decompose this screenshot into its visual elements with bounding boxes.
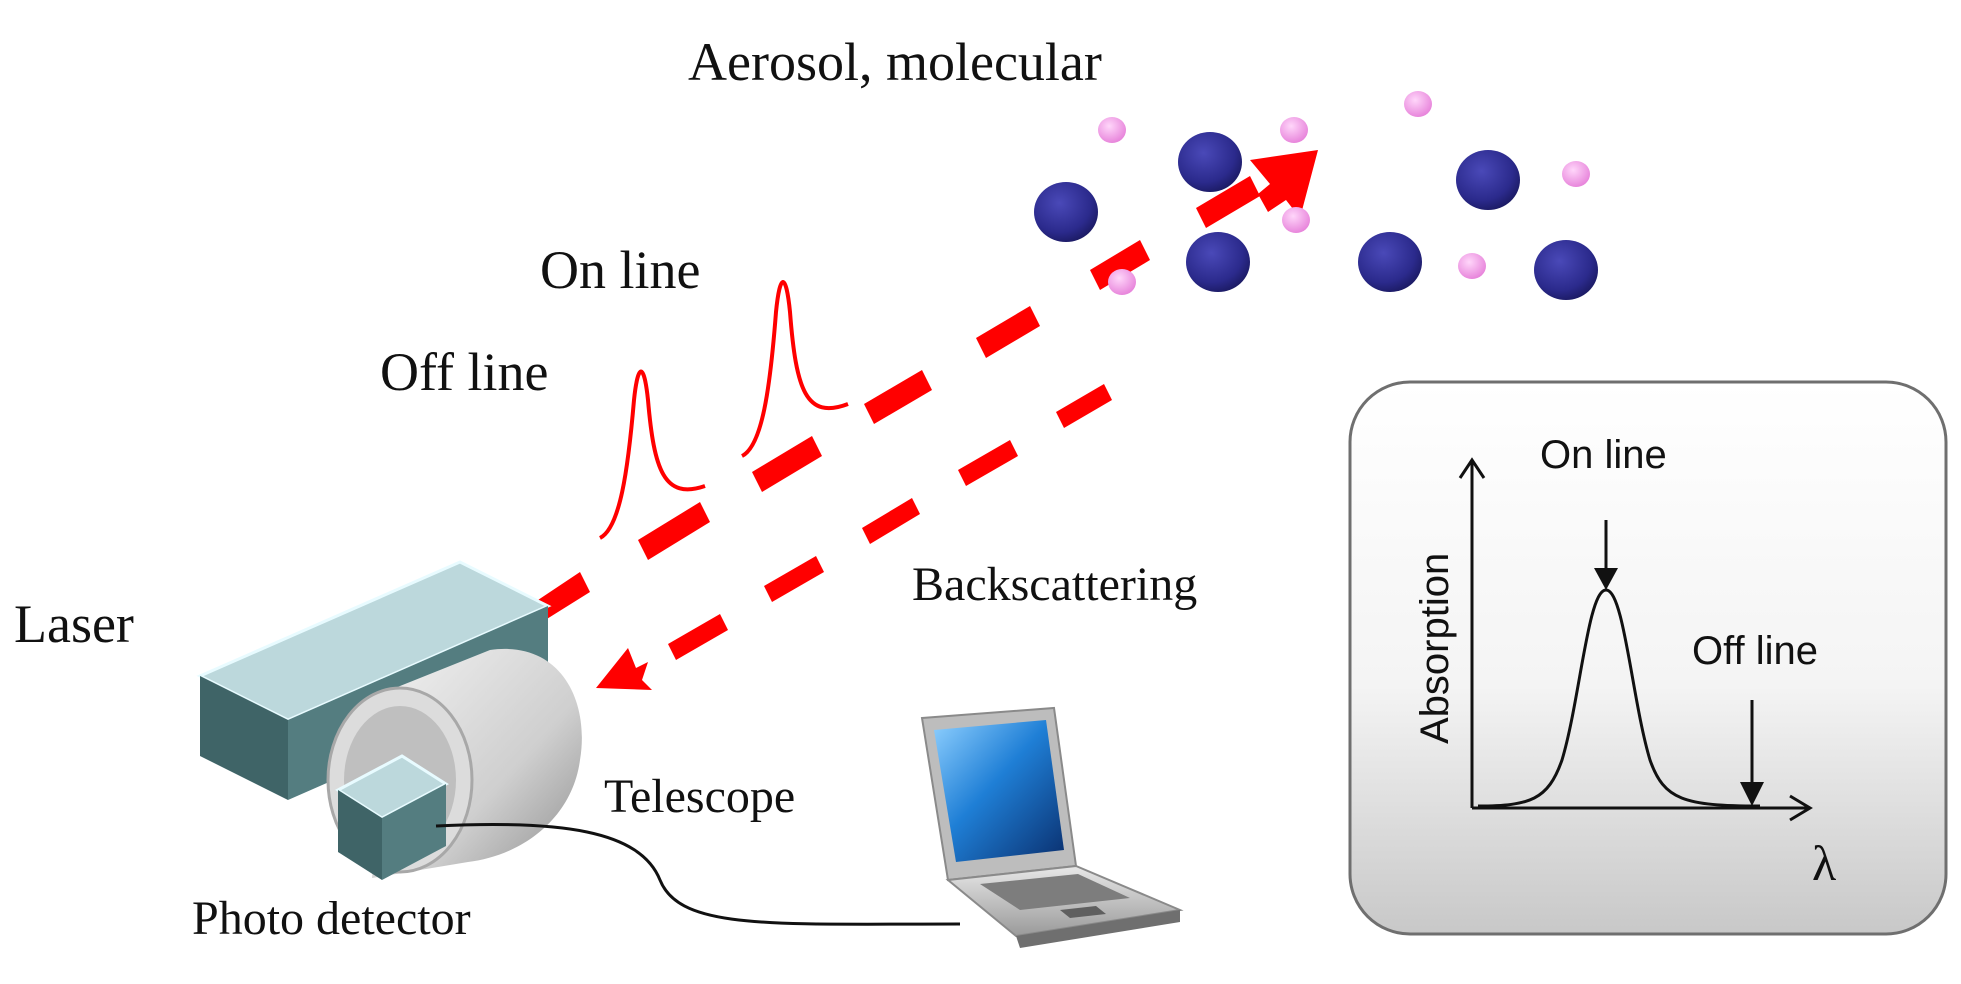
aerosol-molecular-label: Aerosol, molecular <box>688 32 1102 92</box>
backscatter-return-beam <box>596 384 1112 690</box>
backscattering-label: Backscattering <box>912 558 1197 611</box>
inset-x-axis-label: λ <box>1812 835 1836 891</box>
on-line-pulse <box>740 280 849 458</box>
telescope-label: Telescope <box>604 770 795 823</box>
detector-cable <box>435 822 961 926</box>
inset-y-axis-label: Absorption <box>1413 553 1457 744</box>
off-line-pulse-label: Off line <box>380 342 548 402</box>
off-line-pulse <box>598 369 706 540</box>
inset-on-line-label: On line <box>1540 433 1667 477</box>
inset-off-line-label: Off line <box>1692 629 1818 673</box>
off-line-arrow <box>1740 782 1764 806</box>
absorption-inset-panel <box>1348 380 1948 936</box>
molecular-particles <box>1098 91 1590 295</box>
laser-label: Laser <box>14 594 134 654</box>
photo-detector-label: Photo detector <box>192 892 471 945</box>
absorption-curve <box>1477 588 1761 808</box>
laptop-computer <box>920 706 1184 948</box>
on-line-arrow <box>1594 568 1618 590</box>
on-line-pulse-label: On line <box>540 240 700 300</box>
photo-detector-device <box>335 754 449 880</box>
outgoing-laser-beam <box>532 150 1318 622</box>
aerosol-particles <box>1034 132 1598 300</box>
